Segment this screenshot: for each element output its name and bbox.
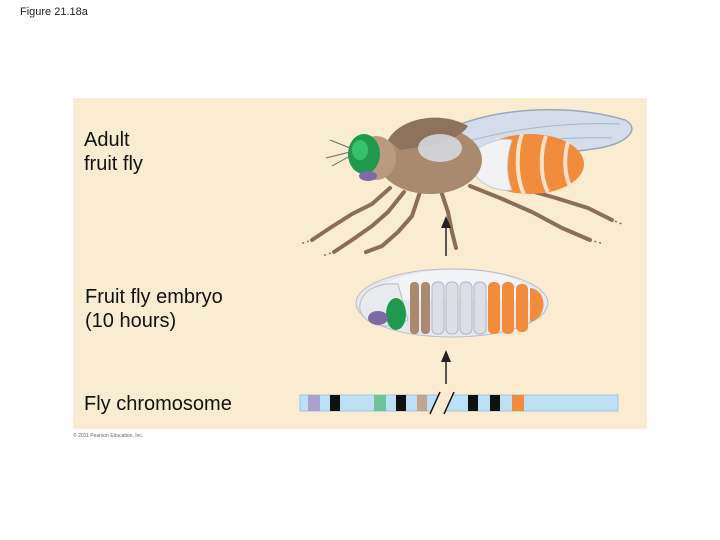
embryo-icon (355, 268, 549, 338)
band-black (330, 395, 340, 411)
embryo-label: Fruit fly embryo (10 hours) (85, 286, 223, 332)
band-black (490, 395, 500, 411)
up-arrow-icon (441, 350, 451, 384)
up-arrow-icon (441, 216, 451, 256)
band-green (374, 395, 386, 411)
copyright-notice: © 2011 Pearson Education, Inc. (73, 433, 144, 439)
adult-fly-label: Adult fruit fly (84, 129, 143, 175)
chromosome-icon (299, 391, 619, 415)
band-black (396, 395, 406, 411)
band-orange (512, 395, 524, 411)
figure-caption: Figure 21.18a (20, 6, 88, 18)
band-black (468, 395, 478, 411)
adult-fly-icon (299, 108, 633, 257)
band-lilac (308, 395, 320, 411)
band-tan (417, 395, 427, 411)
chromosome-label: Fly chromosome (84, 393, 232, 415)
